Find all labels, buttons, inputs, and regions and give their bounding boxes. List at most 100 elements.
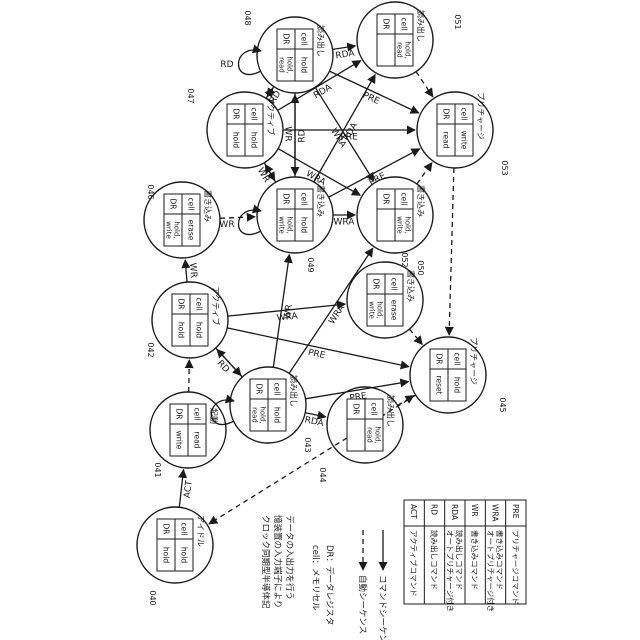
edge-label-047-049: WR — [255, 166, 271, 184]
state-cell-text: DR — [255, 384, 264, 395]
state-cell-text: read — [442, 132, 451, 149]
edge-label-043-044: RDA — [304, 415, 326, 429]
legend-line-label-dashed: 自動シーケンス — [357, 575, 368, 634]
state-id-label: 040 — [148, 590, 157, 605]
state-id-label: 048 — [243, 10, 252, 25]
command-desc-rda: オートプリチャージ付き — [445, 530, 455, 612]
state-cell-text: write — [278, 216, 286, 234]
state-contents: プリチャージcellholdDRreset — [430, 337, 478, 401]
legend-area: クロック同期型半導体記憶装置の入力端子によりデータの入出力を行うcell：メモリ… — [260, 500, 526, 640]
state-cell-text: cell — [273, 383, 282, 396]
state-cell-text: DR — [169, 199, 178, 210]
state-name: 読み出し — [386, 395, 396, 427]
state-contents: アイドルcellholdDRhold — [157, 515, 205, 571]
state-040: アイドルcellholdDRhold040 — [137, 507, 213, 606]
edge-050-045 — [409, 329, 422, 344]
state-contents: 読み出しcellholdDRhold,read — [250, 375, 299, 431]
state-cell-text: hold — [250, 132, 259, 148]
note-cell-definition: cell：メモリセル — [310, 545, 320, 611]
command-name-rda: RDA — [450, 504, 459, 521]
state-cell-text: DR — [162, 524, 171, 535]
state-cell-text: cell — [390, 278, 399, 291]
state-name: 読み出し — [316, 25, 326, 57]
state-name: プリチャージ — [469, 337, 478, 385]
edge-051-053 — [416, 72, 433, 97]
state-cell-text: cell — [400, 18, 409, 31]
state-name: 読み出し — [416, 10, 426, 42]
edge-043-052 — [289, 248, 373, 373]
state-cell-text: hold, — [173, 221, 181, 238]
edge-label-043-052: WRA — [327, 303, 347, 327]
state-id-label: 051 — [453, 14, 462, 29]
state-cell-text: DR — [282, 194, 291, 205]
note-line: クロック同期型半導体記 — [260, 515, 271, 609]
state-cell-text: erase — [390, 300, 399, 321]
state-cell-text: cell — [187, 198, 196, 211]
state-contents: アクティブcellholdDRhold — [172, 286, 221, 346]
edge-042-046 — [185, 260, 187, 282]
state-id-label: 053 — [500, 160, 509, 175]
state-cell-text: write — [460, 131, 469, 150]
state-cell-text: reset — [435, 376, 444, 395]
self-loop-label-049: WR — [219, 220, 234, 230]
state-id-label: 050 — [416, 260, 425, 275]
state-cell-text: cell — [300, 193, 309, 206]
state-cell-text: hold — [273, 407, 282, 423]
edge-052-053 — [417, 163, 432, 184]
state-048: 読み出しcellholdDRhold,read048 — [243, 10, 333, 93]
command-name-act: ACT — [409, 504, 418, 519]
edge-label-043-049: WR — [283, 304, 295, 320]
state-cell-text: hold, — [286, 56, 294, 73]
state-id-label: 041 — [153, 462, 162, 477]
state-046: 書き込みcelleraseDRhold,write046 — [144, 182, 220, 258]
edge-label-049-052: WRA — [334, 218, 356, 228]
state-cell-text: DR — [177, 299, 186, 310]
command-name-rd: RD — [430, 504, 439, 515]
state-cell-text: hold, — [404, 41, 412, 58]
state-contents: 読み出しcellhold,readDR — [377, 10, 426, 66]
state-cell-text: hold — [195, 322, 204, 338]
state-contents: プリチャージcellwriteDRread — [437, 92, 485, 156]
state-name: 起動 — [209, 408, 218, 424]
state-contents: 読み出しcellhold,readDR — [347, 395, 396, 451]
edge-label-048-049: WR — [283, 126, 293, 141]
state-id-label: 043 — [303, 437, 312, 452]
state-id-label: 045 — [498, 397, 507, 412]
state-cell-text: write — [175, 431, 184, 450]
state-045: プリチャージcellholdDRreset045 — [410, 337, 507, 413]
state-id-label: 049 — [306, 257, 315, 272]
state-cell-text: hold — [453, 377, 462, 393]
state-047: アクティブcellholdDRhold047 — [186, 88, 283, 168]
state-cell-text: DR — [282, 34, 291, 45]
state-cell-text: hold — [300, 217, 309, 233]
edge-label-042-045: PRE — [307, 348, 326, 361]
state-name: アクティブ — [266, 96, 276, 135]
command-desc-act: アクティブコマンド — [409, 530, 419, 597]
state-cell-text: cell — [300, 33, 309, 46]
state-051: 読み出しcellhold,readDR051 — [357, 2, 462, 78]
state-cell-text: hold — [232, 132, 241, 148]
state-cell-text: read — [396, 42, 404, 58]
state-cell-text: read — [278, 57, 286, 73]
state-id-label: 047 — [186, 88, 195, 103]
state-cell-text: read — [193, 432, 202, 449]
state-name: アイドル — [196, 515, 205, 547]
state-cell-text: DR — [435, 354, 444, 365]
state-053: プリチャージcellwriteDRread053 — [417, 92, 509, 176]
state-contents: 書き込みcellholdDRhold,write — [277, 185, 326, 241]
state-cell-text: cell — [193, 408, 202, 421]
command-name-wra: WRA — [491, 504, 500, 522]
state-name: 書き込み — [406, 270, 416, 302]
state-cell-text: DR — [442, 109, 451, 120]
state-name: プリチャージ — [476, 92, 485, 140]
state-name: 書き込み — [416, 185, 426, 217]
state-name: 読み出し — [289, 375, 299, 407]
state-cell-text: hold — [180, 547, 189, 563]
state-cell-text: hold, — [259, 406, 267, 423]
state-cell-text: hold — [177, 322, 186, 338]
state-042: アクティブcellholdDRhold042 — [146, 282, 228, 358]
command-desc-wra: オートプリチャージ付き — [486, 530, 496, 612]
edge-053-045 — [449, 168, 454, 335]
state-name: アクティブ — [211, 286, 221, 325]
state-043: 読み出しcellholdDRhold,read043 — [230, 367, 312, 453]
